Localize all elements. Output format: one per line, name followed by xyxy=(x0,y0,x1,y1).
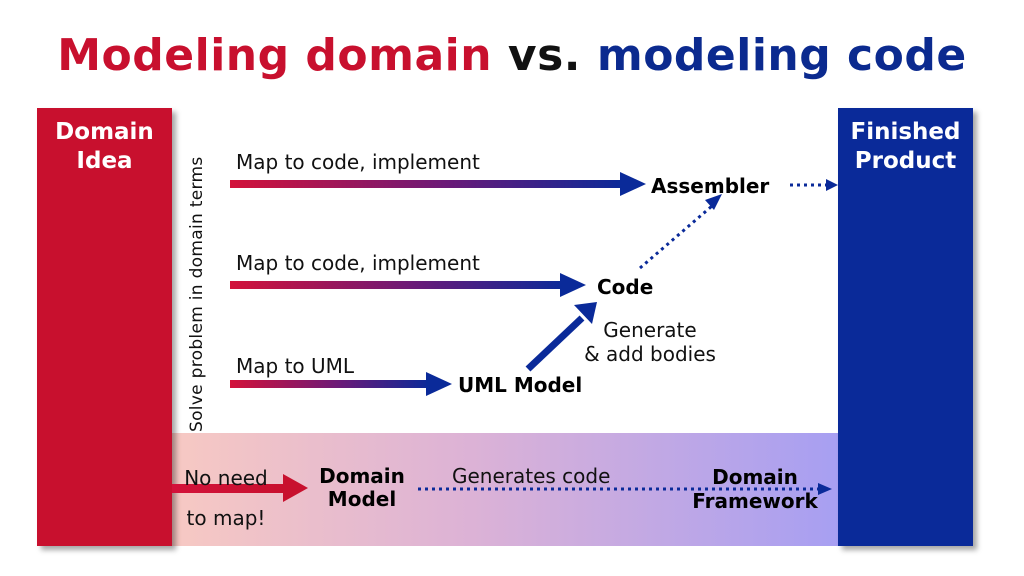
domain-idea-label: Domain Idea xyxy=(55,119,154,174)
row3-label: Map to UML xyxy=(236,354,355,378)
domain-framework-line2: Framework xyxy=(692,489,818,513)
arrow-no-need-to-map xyxy=(172,474,308,502)
no-need-line1: No need xyxy=(184,466,268,490)
arrow-code-to-assembler xyxy=(639,194,722,270)
generate-label-line2: & add bodies xyxy=(584,342,716,366)
title-modeling-domain: Modeling domain xyxy=(57,30,493,81)
domain-framework-node: Domain Framework xyxy=(680,465,830,513)
generate-label-line1: Generate xyxy=(603,318,697,342)
slide-title: Modeling domain vs. modeling code xyxy=(0,30,1024,81)
title-vs: vs. xyxy=(507,30,582,81)
arrow-row1 xyxy=(230,172,646,196)
domain-model-line2: Model xyxy=(327,487,397,511)
domain-framework-line1: Domain xyxy=(712,465,798,489)
finished-product-label: Finished Product xyxy=(850,119,961,174)
domain-model-line1: Domain xyxy=(319,464,405,488)
arrow-row2 xyxy=(230,273,586,297)
no-need-line2: to map! xyxy=(186,506,266,530)
domain-idea-column: Domain Idea xyxy=(37,108,172,546)
arrow-generates-code xyxy=(418,483,832,495)
arrow-uml-to-code xyxy=(525,302,597,372)
title-modeling-code: modeling code xyxy=(596,30,967,81)
uml-model-node: UML Model xyxy=(458,373,583,397)
assembler-node: Assembler xyxy=(651,174,770,198)
generate-label: Generate & add bodies xyxy=(570,318,730,366)
arrow-assembler-to-product xyxy=(790,179,838,191)
arrow-row3 xyxy=(230,372,452,396)
no-need-to-map-label: No need to map! xyxy=(172,458,280,538)
domain-model-node: Domain Model xyxy=(308,465,416,511)
code-node: Code xyxy=(597,275,654,299)
finished-product-column: Finished Product xyxy=(838,108,973,546)
generates-code-label: Generates code xyxy=(452,464,611,488)
row1-label: Map to code, implement xyxy=(236,150,480,174)
row2-label: Map to code, implement xyxy=(236,251,480,275)
